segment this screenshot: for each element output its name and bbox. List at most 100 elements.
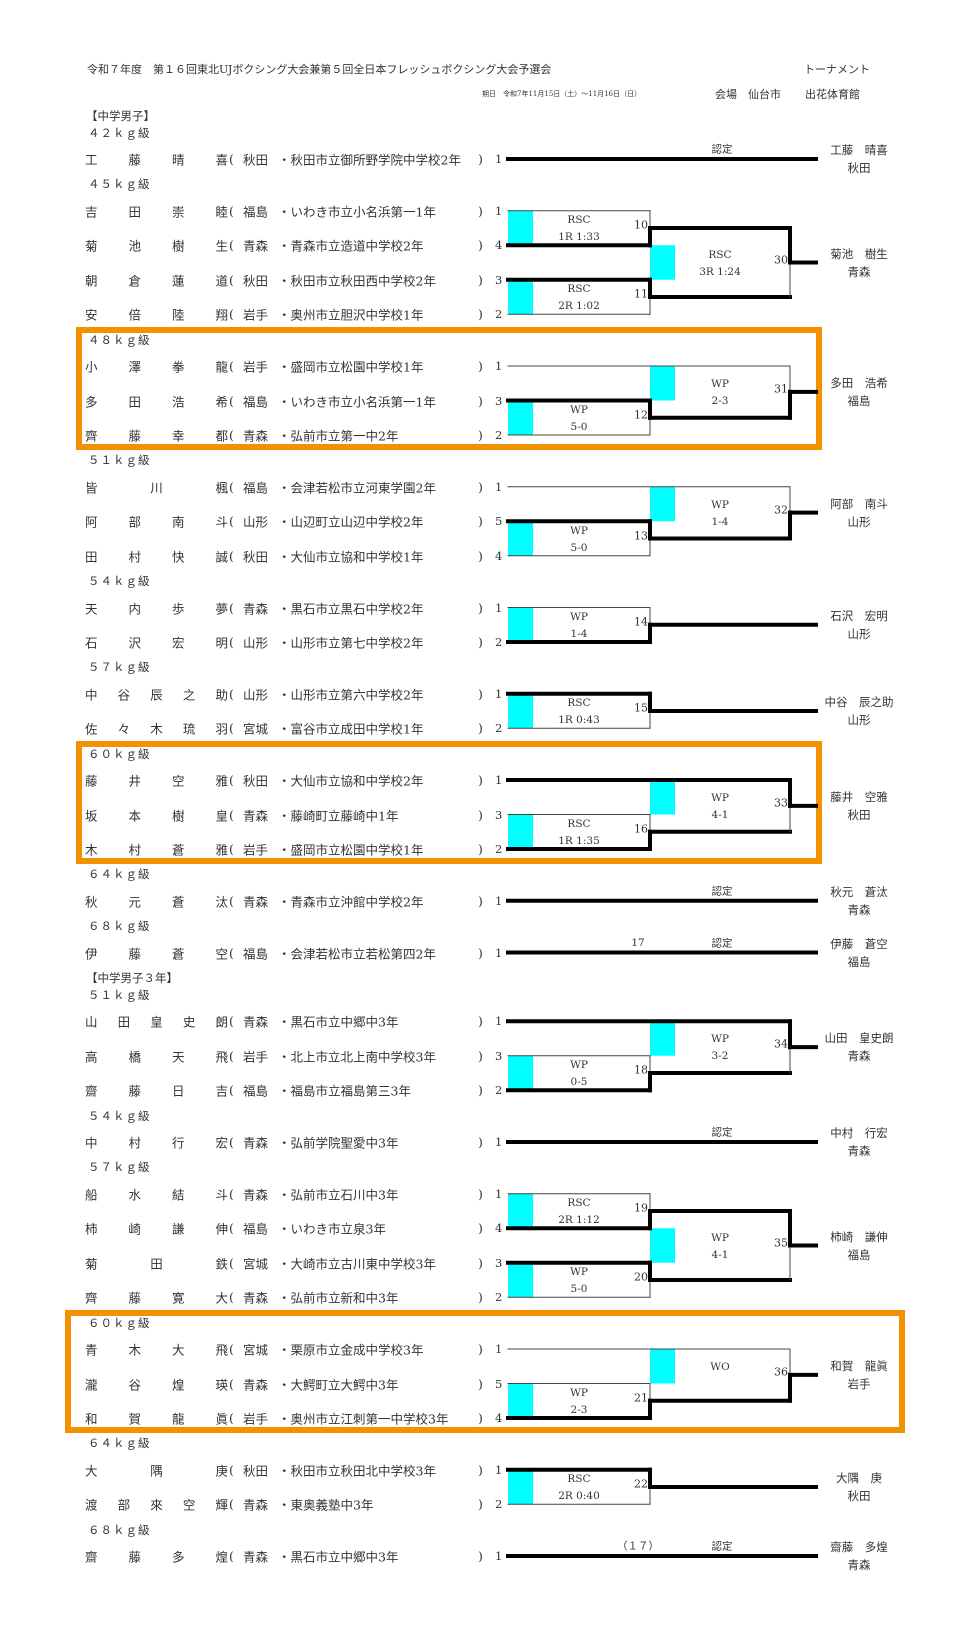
winner-name: 多田 浩希 — [830, 375, 888, 390]
boxer-name: 齊藤寛大 — [85, 1290, 228, 1306]
match-method: WP — [570, 1266, 588, 1278]
entry-row: 安倍陸翔(岩手・奥州市立胆沢中学校1年)2 — [0, 297, 971, 332]
draw-number: 3 — [495, 393, 503, 408]
draw-number: 2 — [495, 721, 503, 736]
open-paren: ( — [229, 513, 234, 529]
close-paren: ) — [478, 358, 483, 374]
draw-number: 1 — [495, 203, 503, 218]
document-kind: トーナメント — [804, 63, 870, 76]
close-paren: ) — [478, 1376, 483, 1391]
boxer-name: 多田浩希 — [85, 394, 228, 409]
match-result-detail: 3-2 — [711, 1050, 729, 1063]
draw-number: 1 — [495, 686, 503, 701]
prefecture: 青森 — [243, 808, 269, 823]
match-result-detail: 1R 1:33 — [558, 231, 600, 243]
prefecture: 宮城 — [243, 1342, 269, 1358]
close-paren: ) — [478, 548, 483, 564]
winner-prefecture: 福島 — [847, 954, 871, 969]
match-result-detail: 2R 1:12 — [558, 1214, 600, 1226]
weight-class: ４２ｋｇ級工藤晴喜(秋田・秋田市立御所野学院中学校2年)1 — [0, 125, 971, 177]
open-paren: ( — [229, 1548, 234, 1564]
winner-name: 和賀 龍眞 — [830, 1358, 888, 1373]
prefecture: 福島 — [243, 394, 269, 409]
winner-name: 大隅 庚 — [836, 1471, 882, 1485]
open-paren: ( — [229, 772, 234, 788]
match-method: RSC — [567, 1473, 591, 1485]
open-paren: ( — [229, 1410, 234, 1426]
match-method: WP — [570, 524, 588, 537]
prefecture: 青森 — [243, 1135, 269, 1151]
prefecture: 宮城 — [243, 1256, 269, 1272]
bout-number: 21 — [634, 1391, 648, 1405]
school-grade: ・山辺町立山辺中学校2年 — [278, 514, 424, 530]
event-dates: 期日 令和7年11月15日（土）～11月16日（日） — [482, 90, 642, 98]
open-paren: ( — [229, 945, 234, 960]
weight-class: ６４ｋｇ級秋元蒼汰(青森・青森市立沖館中学校2年)1 — [0, 866, 971, 918]
winner-prefecture: 山形 — [847, 514, 871, 529]
school-grade: ・北上市立北上南中学校3年 — [278, 1049, 436, 1065]
weight-class-label: ６４ｋｇ級 — [88, 1436, 151, 1451]
school-grade: ・秋田市立秋田西中学校2年 — [278, 273, 436, 289]
close-paren: ) — [478, 772, 483, 788]
boxer-name: 天内歩夢 — [85, 601, 228, 616]
boxer-name: 柿崎謙伸 — [85, 1221, 228, 1237]
school-grade: ・弘前市立新和中3年 — [278, 1290, 399, 1306]
close-paren: ) — [478, 634, 483, 650]
bout-number: 11 — [634, 287, 648, 301]
draw-number: 1 — [495, 1014, 503, 1029]
draw-number: 1 — [495, 479, 503, 494]
winner-prefecture: 福島 — [847, 393, 871, 408]
entry-row: 皆川楓(福島・会津若松市立河東学園2年)1 — [0, 470, 971, 505]
weight-class-label: ４５ｋｇ級 — [88, 177, 151, 192]
school-grade: ・奥州市立胆沢中学校1年 — [278, 307, 424, 323]
winner-name: 伊藤 蒼空 — [830, 936, 888, 951]
boxer-name: 安倍陸翔 — [85, 307, 228, 323]
match-result-detail: 2-3 — [711, 394, 729, 407]
draw-number: 2 — [495, 1290, 503, 1305]
recognized-label: 認定 — [711, 937, 733, 949]
school-grade: ・秋田市立御所野学院中学校2年 — [278, 152, 461, 168]
winner-name: 中谷 辰之助 — [824, 695, 894, 709]
close-paren: ) — [478, 1048, 483, 1064]
boxer-name: 瀧谷煌瑛 — [85, 1377, 228, 1392]
close-paren: ) — [478, 720, 483, 736]
close-paren: ) — [478, 151, 483, 167]
entry-row: 坂本樹皇(青森・藤崎町立藤崎中1年)3 — [0, 797, 971, 832]
match-result-detail: 2R 1:02 — [558, 300, 600, 312]
match-method: RSC — [567, 1197, 591, 1209]
weight-class: ６８ｋｇ級齋藤多煌(青森・黒石市立中郷中3年)1 — [0, 1522, 971, 1574]
school-grade: ・奥州市立江刺第一中学校3年 — [278, 1411, 449, 1427]
entry-row: 石沢宏明(山形・山形市立第七中学校2年)2 — [0, 625, 971, 660]
match-method: RSC — [567, 817, 591, 830]
school-grade: ・大崎市立古川東中学校3年 — [278, 1256, 436, 1272]
prefecture: 福島 — [243, 1221, 269, 1237]
prefecture: 岩手 — [243, 307, 269, 323]
open-paren: ( — [229, 1186, 234, 1202]
boxer-name: 青木大飛 — [85, 1342, 228, 1358]
winner-prefecture: 青森 — [847, 264, 871, 279]
prefecture: 岩手 — [243, 1049, 269, 1065]
draw-number: 2 — [495, 1083, 503, 1098]
bout-number: 13 — [634, 529, 648, 542]
match-result-detail: 3R 1:24 — [699, 265, 741, 278]
prefecture: 福島 — [243, 480, 269, 496]
prefecture: 岩手 — [243, 359, 269, 375]
entry-row: 齊藤寛大(青森・弘前市立新和中3年)2 — [0, 1280, 971, 1315]
draw-number: 4 — [495, 1411, 503, 1425]
weight-class-label: ６０ｋｇ級 — [88, 1315, 151, 1330]
school-grade: ・福島市立福島第三3年 — [278, 1083, 411, 1099]
entry-row: 齋藤日吉(福島・福島市立福島第三3年)2 — [0, 1073, 971, 1108]
school-grade: ・大仙市立協和中学校2年 — [278, 773, 424, 789]
school-grade: ・いわき市立小名浜第一1年 — [278, 204, 436, 220]
match-method: RSC — [567, 283, 591, 295]
draw-number: 2 — [495, 842, 503, 856]
prefecture: 福島 — [243, 204, 269, 220]
boxer-name: 中村行宏 — [85, 1135, 228, 1151]
prefecture: 秋田 — [243, 773, 269, 789]
bout-number: （１７） — [617, 1540, 659, 1553]
winner-prefecture: 青森 — [847, 1144, 871, 1158]
boxer-name: 朝倉蓮道 — [85, 273, 228, 289]
